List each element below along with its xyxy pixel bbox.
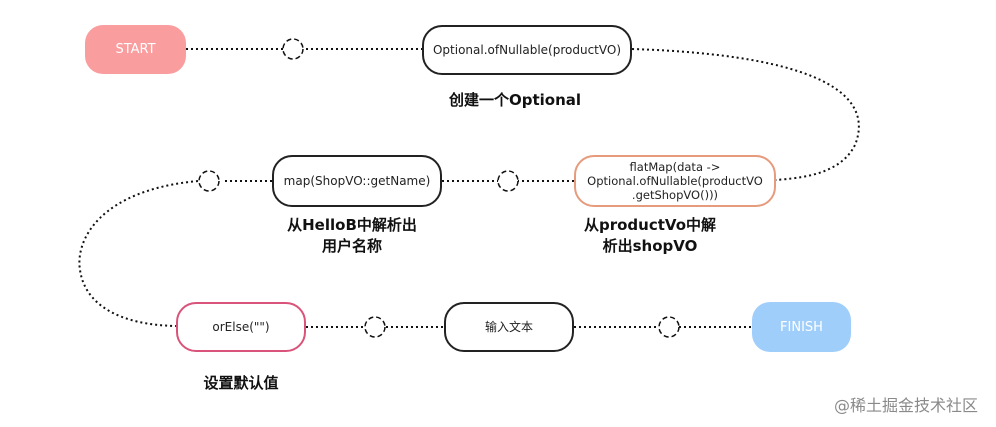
- watermark: @稀土掘金技术社区: [833, 396, 978, 415]
- connector-circle-1: [282, 38, 304, 60]
- connector-circle-2: [497, 170, 519, 192]
- input-text-label: 输入文本: [484, 319, 533, 334]
- start-node[interactable]: START: [85, 25, 186, 74]
- edge-left-curve-to-orelse: [78, 180, 199, 327]
- or-else-node[interactable]: orElse(""): [176, 302, 306, 352]
- map-label: map(ShopVO::getName): [283, 173, 431, 188]
- caption-extract-shop: 从productVo中解 析出shopVO: [583, 216, 716, 255]
- finish-label: FINISH: [780, 319, 823, 335]
- flatmap-node[interactable]: flatMap(data -> Optional.ofNullable(prod…: [574, 155, 776, 207]
- connector-circle-3: [198, 170, 220, 192]
- map-node[interactable]: map(ShopVO::getName): [272, 155, 442, 207]
- caption-set-default: 设置默认值: [203, 374, 279, 392]
- connector-circle-4: [364, 316, 386, 338]
- connector-circle-5: [658, 316, 680, 338]
- caption-create-optional: 创建一个Optional: [448, 91, 582, 109]
- flatmap-label: flatMap(data -> Optional.ofNullable(prod…: [587, 160, 763, 202]
- caption-extract-name: 从HelloB中解析出 用户名称: [287, 216, 417, 255]
- of-nullable-label: Optional.ofNullable(productVO): [432, 42, 621, 57]
- or-else-label: orElse(""): [212, 319, 270, 334]
- start-label: START: [115, 42, 156, 57]
- input-text-node[interactable]: 输入文本: [444, 302, 574, 352]
- edge-ofnullable-to-flatmap: [631, 48, 860, 181]
- of-nullable-node[interactable]: Optional.ofNullable(productVO): [422, 25, 632, 75]
- finish-node[interactable]: FINISH: [752, 302, 851, 352]
